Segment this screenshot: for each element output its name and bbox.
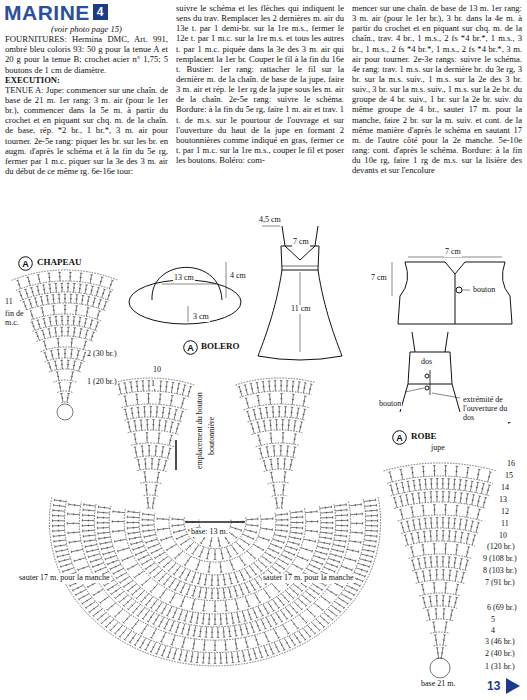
chart-label: 12 [500,508,510,517]
chart-label: 15 [504,472,514,481]
stitch-strokes [115,378,194,509]
stitch-strokes [238,381,313,509]
chart-label: 4 cm [229,272,247,281]
chart-label: 6 (69 br.) [486,604,518,613]
node-text: A [22,259,29,269]
chart-label: 4,5 cm [258,216,282,225]
chart-label: 1 [150,380,156,389]
chart-label: 16 [506,460,516,469]
chart-label: 7 cm [370,274,388,283]
chart-label: 11 cm [290,305,311,314]
chart-label: base: 13 m. [190,528,229,537]
chart-title: CHAPEAU [36,258,83,268]
chart-label: extrémité de l'ouverture du dos [462,396,520,422]
chart-label: 5 [490,616,496,625]
circled-letter: A [183,340,198,355]
body-text: TENUE A: Jupe: commencer sur une chaîn. … [5,85,168,176]
chart-label: 7 (91 br.) [484,579,516,588]
stitch-strokes [384,463,497,658]
chart-label: dos [420,358,433,367]
text-column: (voir photo page 15)FOURNITURES: Hermina… [5,24,168,176]
chart-label: 7 cm [444,248,462,257]
chart-label: 1 (20 br.) [86,378,118,387]
chart-label: bouton [472,286,496,295]
body-text: suivre le schéma et les flèches qui indi… [176,3,344,165]
chart-label: 7 cm [292,238,310,247]
page-number: 13 [486,680,501,693]
chart-label: 9 (108 br.) [482,555,518,564]
node-text: A [187,343,194,353]
stitch-strokes [12,270,118,403]
number-box: 4 [93,4,108,20]
chart-label: 3 (46 br.) [484,638,516,647]
text-column: suivre le schéma et les flèches qui indi… [176,3,344,165]
chart-label: 13 [498,496,508,505]
body-text: EXECUTION: [5,75,168,85]
chart-label: sauter 17 m. pour la manche [262,574,355,583]
crochet-charts [12,270,497,678]
chart-label: jupe [430,444,446,453]
chart-label: 2 (30 br.) [86,350,118,359]
chart-label: 13 cm [173,274,195,283]
stitch-strokes [57,404,450,678]
chart-label: 8 (103 br.) [482,567,518,576]
chart-label: 10 [498,532,508,541]
chart-label: 10 [152,366,162,375]
chart-label: boutonnière [208,416,217,456]
chart-label: sauter 17 m. pour la manche [18,574,111,583]
chart-label: (120 br.) [486,543,516,552]
page-title: MARINE [4,1,90,24]
node-text: A [396,433,403,443]
chart-label: 14 [500,484,510,493]
chart-label: 11 [500,520,510,529]
chart-label: 1 (31 br.) [484,663,516,672]
text-column: mencer sur une chaîn. de base de 13 m. 1… [352,3,522,175]
chart-label: 4 [490,627,496,636]
circled-letter: A [392,430,407,445]
chart-label: emplacement du bouton [196,391,205,470]
node-text: 4 [97,5,104,19]
body-text: FOURNITURES: Hermina DMC, Art. 991, ombr… [5,34,168,75]
chart-title: ROBE [410,432,438,442]
chart-label: bouton [378,400,402,409]
body-text: mencer sur une chaîn. de base de 13 m. 1… [352,3,522,175]
circled-letter: A [18,256,33,271]
stitch-strokes [236,378,315,509]
stitch-strokes [118,381,193,509]
chart-label: 2 (40 br.) [484,650,516,659]
stitch-strokes [388,466,491,658]
chart-title: BOLERO [200,342,241,352]
chart-label: 3 cm [192,313,210,322]
garment-sketches [129,226,512,412]
chart-label: base 21 m. [420,680,456,689]
body-text: (voir photo page 15) [5,24,168,34]
chart-label: 11 [4,298,14,307]
chart-label: fin de m.c. [4,310,30,328]
